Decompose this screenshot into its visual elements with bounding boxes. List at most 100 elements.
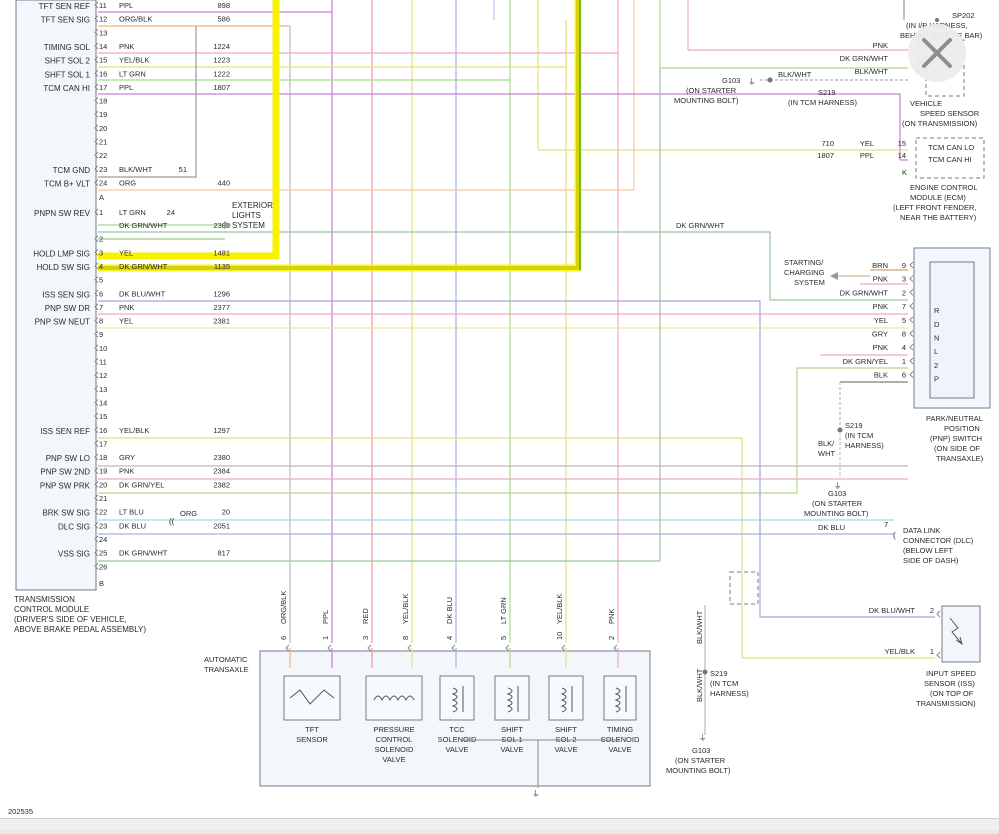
iss-wire-label: DK BLU/WHT bbox=[869, 606, 916, 615]
transaxle-pin-number: 6 bbox=[279, 636, 288, 640]
wire-color-label: PPL bbox=[119, 83, 133, 92]
circuit-number: 2383 bbox=[213, 221, 230, 230]
wire-color-label: BLK/WHT bbox=[119, 165, 153, 174]
g103-label: (ON STARTER bbox=[686, 86, 737, 95]
transaxle-wire-label: PNK bbox=[607, 609, 616, 624]
tcm-signal-label: BRK SW SIG bbox=[42, 509, 90, 518]
tcm-pin-number: 15 bbox=[99, 56, 107, 65]
wire bbox=[98, 68, 661, 562]
dlc-pin: 7 bbox=[884, 520, 888, 529]
circuit-number: 2377 bbox=[213, 303, 230, 312]
dlc-name: DATA LINK bbox=[903, 526, 940, 535]
diagram-id: 202535 bbox=[8, 807, 33, 816]
tcm-signal-label: PNP SW LO bbox=[46, 454, 90, 463]
circuit-number: 2384 bbox=[213, 467, 230, 476]
connector-chevron-icon bbox=[936, 651, 941, 659]
circuit-number: 1222 bbox=[213, 69, 230, 78]
iss-g103: G103 bbox=[692, 746, 710, 755]
wire-color-label: PNK bbox=[119, 467, 134, 476]
wire bbox=[98, 231, 908, 301]
pnp-switch-body bbox=[929, 261, 975, 399]
g103-label: G103 bbox=[722, 76, 740, 85]
ecm-name: NEAR THE BATTERY) bbox=[900, 213, 977, 222]
tcm-pin-number: 12 bbox=[99, 371, 107, 380]
tcm-pin-number: 2 bbox=[99, 235, 103, 244]
transaxle-component-label: SOLENOID bbox=[438, 735, 477, 744]
connector-chevron-icon bbox=[94, 289, 99, 297]
ground-icon: ⏚ bbox=[834, 481, 842, 490]
circuit-number: 586 bbox=[217, 15, 230, 24]
tcm-signal-label: TIMING SOL bbox=[44, 43, 91, 52]
connector-chevron-icon bbox=[94, 399, 99, 406]
wire-color-label: DK BLU/WHT bbox=[119, 289, 166, 298]
tcm-pin-number: 3 bbox=[99, 248, 103, 257]
dlc-name: CONNECTOR (DLC) bbox=[903, 536, 974, 545]
wire-color-label: YEL bbox=[119, 248, 133, 257]
circuit-number: 2382 bbox=[213, 480, 230, 489]
ecm-connector bbox=[915, 137, 985, 179]
circuit-number: 2381 bbox=[213, 317, 230, 326]
connector-chevron-icon bbox=[94, 521, 99, 529]
tcm-pin-number: 1 bbox=[99, 208, 103, 217]
connector-chevron-icon bbox=[909, 316, 914, 324]
solenoid-coil-icon bbox=[451, 686, 464, 713]
iss-name: INPUT SPEED bbox=[926, 669, 976, 678]
iss-s219: (IN TCM bbox=[710, 679, 738, 688]
pnp-position-label: D bbox=[934, 320, 940, 329]
tcm-pin-number: 17 bbox=[99, 439, 107, 448]
tcm-name-line: (DRIVER'S SIDE OF VEHICLE, bbox=[14, 615, 127, 624]
transaxle-pin-number: 4 bbox=[445, 636, 454, 640]
wire bbox=[98, 93, 901, 160]
wire-layer bbox=[98, 0, 935, 735]
pnp-wire-label: PNK bbox=[873, 302, 888, 311]
iss-sensor-symbol-icon bbox=[949, 617, 963, 646]
pnp-name: (ON SIDE OF bbox=[934, 444, 980, 453]
ecm-circuit-number: 1807 bbox=[817, 151, 834, 160]
iss-blk-wht-2: BLK/WHT bbox=[695, 668, 704, 702]
transaxle-wire-label: YEL/BLK bbox=[555, 594, 564, 624]
connector-chevron-icon bbox=[94, 110, 99, 118]
connector-chevron-icon bbox=[909, 357, 914, 365]
tcm-pin-number: 22 bbox=[99, 151, 107, 160]
pnp-g103: G103 bbox=[828, 489, 846, 498]
close-button[interactable] bbox=[908, 24, 966, 82]
circuit-number: 20 bbox=[222, 508, 230, 517]
splice-dot bbox=[702, 669, 708, 675]
pnp-pin-number: 8 bbox=[902, 330, 906, 339]
pnp-s219: (IN TCM bbox=[845, 431, 873, 440]
tcm-name-line: ABOVE BRAKE PEDAL ASSEMBLY) bbox=[14, 625, 146, 634]
connector-chevron-icon bbox=[909, 330, 914, 337]
connector-chevron-icon bbox=[94, 494, 99, 502]
connector-chevron-icon bbox=[94, 330, 99, 338]
ground-icon: ⏚ bbox=[699, 733, 707, 742]
tcm-pin-number: 11 bbox=[99, 1, 107, 10]
pnp-wire-label: DK GRN/WHT bbox=[840, 288, 889, 297]
pnp-pin-number: 4 bbox=[902, 343, 906, 352]
tcm-pin-number: 24 bbox=[99, 178, 107, 187]
starting-charging-label: STARTING/ bbox=[784, 258, 824, 267]
ecm-wire-label: PPL bbox=[860, 151, 874, 160]
connector-chevron-icon bbox=[94, 440, 99, 447]
tcm-signal-label: PNPN SW REV bbox=[34, 209, 91, 218]
tcm-pin-number: 23 bbox=[99, 521, 107, 530]
circuit-number: 1135 bbox=[214, 262, 230, 271]
tcm-signal-label: ISS SEN REF bbox=[40, 427, 90, 436]
wire-highlight bbox=[98, 0, 280, 260]
transaxle-component-label: SHIFT bbox=[501, 725, 523, 734]
connector-chevron-icon bbox=[94, 412, 99, 420]
tcm-signal-label: TCM B+ VLT bbox=[44, 179, 90, 188]
tcm-pin-number: 19 bbox=[99, 110, 107, 119]
pnp-s219: S219 bbox=[845, 421, 863, 430]
tcm-connector-b-label: B bbox=[99, 579, 104, 588]
connector-chevron-icon bbox=[909, 302, 914, 310]
tcm-signal-label: ISS SEN SIG bbox=[42, 290, 90, 299]
connector-break-icon: (( bbox=[169, 517, 175, 526]
connector-chevron-icon bbox=[94, 83, 99, 91]
starting-charging-label: CHARGING bbox=[784, 268, 825, 277]
arrow-icon bbox=[830, 272, 838, 280]
transaxle-component-label: VALVE bbox=[445, 745, 468, 754]
ecm-name: ENGINE CONTROL bbox=[910, 183, 978, 192]
connector-chevron-icon bbox=[94, 15, 99, 23]
